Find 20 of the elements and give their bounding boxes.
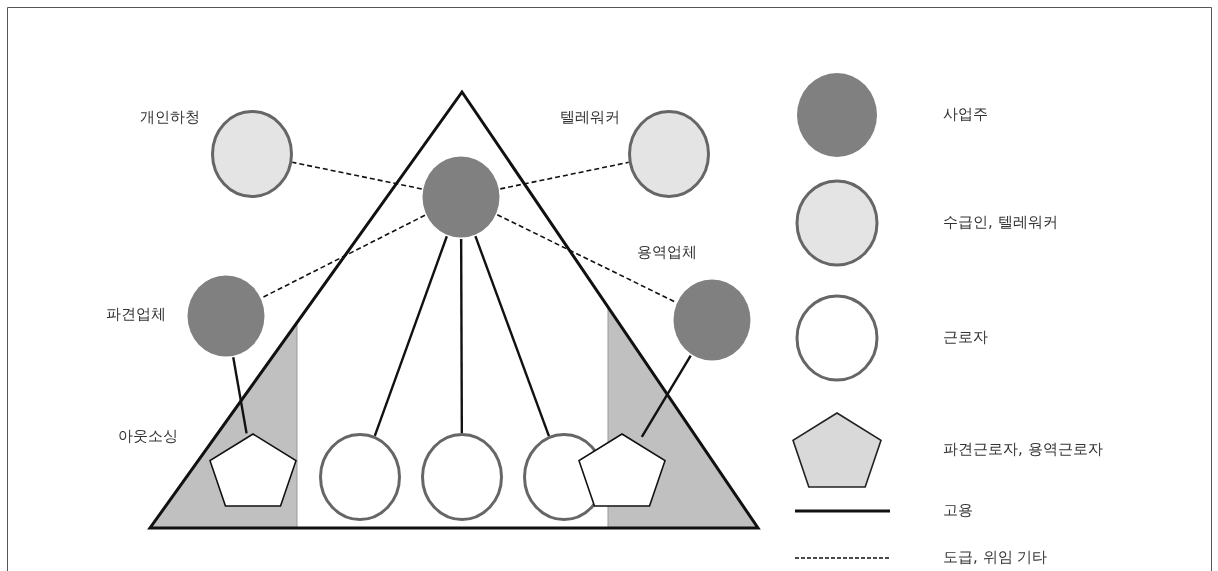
dashed-line <box>496 213 677 304</box>
connector-line <box>459 239 464 433</box>
node-label: 용역업체 <box>637 243 697 262</box>
legend-label: 도급, 위임 기타 <box>943 548 1048 567</box>
legend-label: 파견근로자, 용역근로자 <box>943 440 1103 459</box>
connector-line <box>640 354 692 438</box>
legend-label: 근로자 <box>943 328 988 347</box>
node-label: 파견업체 <box>106 305 166 324</box>
connector-line <box>474 235 551 437</box>
legend-label: 사업주 <box>943 105 988 124</box>
dashed-line <box>261 214 426 299</box>
legend-label: 고용 <box>943 501 973 520</box>
connector-line <box>373 235 448 437</box>
node-label: 개인하청 <box>140 108 200 127</box>
dashed-line <box>499 161 630 190</box>
dashed-line <box>291 161 423 190</box>
legend-label: 수급인, 텔레워커 <box>943 213 1058 232</box>
connector-line <box>232 357 248 434</box>
node-label: 아웃소싱 <box>118 427 178 446</box>
node-label: 텔레워커 <box>560 108 620 127</box>
